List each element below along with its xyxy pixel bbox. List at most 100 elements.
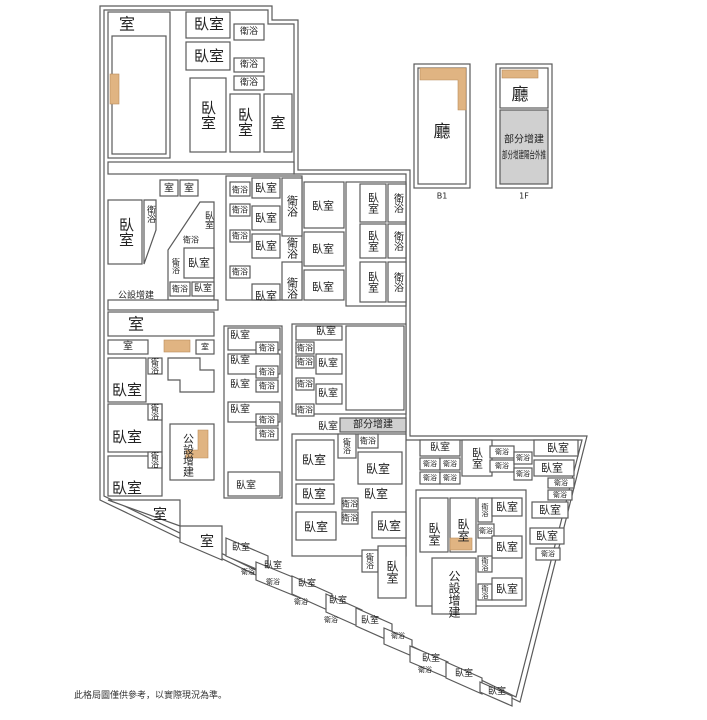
room-label: 臥室 [117,217,135,247]
room-label: 臥室 [539,503,561,517]
room-label: 衛浴 [553,490,567,499]
room-label: 臥室 [194,282,212,294]
room-cell [179,179,199,197]
room-label: 衛浴 [481,556,489,572]
room-label: 室 [119,15,135,34]
stair-public [185,429,209,459]
room-cell [315,353,343,375]
bath-cell [439,457,461,471]
bath-cell [387,261,407,303]
room-label: 室 [200,533,214,550]
room-label: 衛浴 [294,597,308,606]
room-label: 臥室 [427,522,441,546]
room-label: 衛浴 [145,204,156,224]
room-cell [359,183,387,223]
bath-cell [513,467,533,481]
bath-cell [233,57,265,73]
bath-cell [535,547,561,561]
room-label: 衛浴 [516,469,530,478]
bath-cell [229,203,251,217]
room-cell [359,261,387,303]
f1-stair [501,69,539,79]
room-label: 公設增建 [118,289,154,301]
room-label: 衛浴 [423,473,437,482]
bath-cell [477,523,495,539]
room-label: 臥室 [318,357,338,370]
room-cell [295,511,337,541]
bath-cell [255,413,279,427]
room-label: 臥室 [312,199,334,213]
room-label: 臥室 [547,441,569,455]
room-label: 臥室 [318,420,338,433]
bath-cell [229,265,251,279]
room-label: 臥室 [230,354,250,367]
room-label: 衛浴 [259,381,275,391]
room-wedge [143,199,157,265]
room-label: 臥室 [264,559,282,571]
f1-balcony-extension [499,109,549,185]
bath-cell [477,555,493,573]
room-label: 臥室 [230,378,250,391]
room-cell [185,11,231,39]
room-cell [491,535,523,559]
room-label: 衛浴 [392,230,404,252]
room-cell [419,439,461,457]
bath-cell [387,223,407,259]
bath-cell [255,379,279,393]
bath-cell [337,433,357,459]
room-cell [359,223,387,259]
room-label: 臥室 [364,486,388,501]
room-label: 臥室 [496,582,518,596]
room-label: 衛浴 [418,665,432,674]
bath-cell [255,365,279,379]
room-label: 室 [128,315,144,334]
room-label: 衛浴 [232,185,248,195]
room-cell [303,231,345,267]
room-label: 臥室 [255,239,277,253]
room-cell [195,339,215,355]
room-cell [263,93,293,153]
room-label: 臥室 [312,280,334,294]
bath-cell [295,403,315,417]
diag-room [107,499,181,527]
bath-cell [281,261,303,301]
room-cell [461,439,493,477]
room-cell [227,471,281,497]
room-label: 衛浴 [259,429,275,439]
room-cell [491,497,523,517]
room-cell [419,497,449,553]
room-label: 臥室 [194,47,224,65]
room-label: 臥室 [385,560,399,584]
bath-cell [147,451,163,469]
room-cell [303,181,345,229]
room-label: 衛浴 [297,405,313,415]
bath-cell [255,427,279,441]
bath-cell [295,355,315,369]
room-label: 衛浴 [392,271,404,293]
bath-cell [229,229,251,243]
room-label: 衛浴 [241,567,255,576]
room-label: 衛浴 [151,451,160,469]
room-cell [371,511,407,539]
stair-right [449,537,473,551]
room-label: 臥室 [230,329,250,342]
room-label: 衛浴 [151,403,160,421]
room-label: 臥室 [112,479,142,497]
room-label: 臥室 [304,519,328,534]
room-label: 臥室 [194,15,224,33]
room-label: 衛浴 [541,549,555,558]
room-cell [185,41,231,71]
stair-top-left [109,73,120,105]
room-label: 臥室 [366,461,390,476]
floor-label-b1: B1 [437,192,448,201]
diagonal-units [225,537,513,707]
room-label: 衛浴 [240,76,258,88]
room-cell [295,439,335,481]
balcony-label-line1: 部分增建 [504,133,544,146]
room-label: 衛浴 [172,257,181,275]
room-label: 室 [184,182,194,195]
room-label: 衛浴 [297,343,313,353]
room-cell [303,269,345,301]
bath-cell [295,377,315,391]
